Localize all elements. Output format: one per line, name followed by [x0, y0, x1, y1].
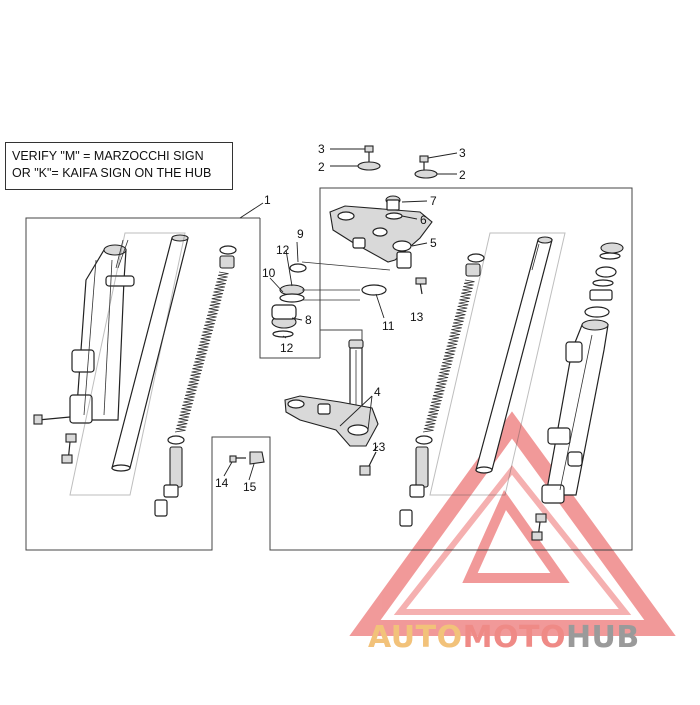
logo-part-auto: AUTO — [368, 620, 463, 655]
left-damper-rod — [154, 446, 183, 517]
left-fork-spring — [167, 245, 237, 445]
callout-3-right: 3 — [459, 146, 466, 160]
top-nut — [385, 195, 401, 211]
lower-thin-lines — [301, 261, 391, 301]
callout-9: 9 — [297, 227, 304, 241]
lower-triple-clamp — [284, 395, 379, 447]
callout-15: 15 — [243, 480, 257, 494]
callout-3-left: 3 — [318, 142, 325, 156]
callout-10: 10 — [262, 266, 276, 280]
small-part-15 — [249, 451, 265, 465]
callout-4: 4 — [374, 385, 381, 399]
callout-14: 14 — [215, 476, 229, 490]
callout-13-bottom: 13 — [372, 440, 386, 454]
callout-8: 8 — [305, 313, 312, 327]
left-fork-frame — [25, 217, 271, 551]
bearing-stack — [271, 263, 387, 338]
right-fork-frame — [269, 187, 633, 551]
right-fork-spring — [415, 253, 485, 445]
callout-5: 5 — [430, 236, 437, 250]
automotohub-watermark-logo: AUTOMOTOHUB — [368, 620, 698, 655]
left-clamp-bolt — [61, 433, 77, 464]
right-fork-seals — [584, 242, 624, 318]
right-fork-slider — [541, 319, 609, 504]
callout-13-top: 13 — [410, 310, 424, 324]
right-stanchion-tube — [475, 236, 553, 474]
callout-11: 11 — [382, 319, 395, 333]
stem-bolt-13b — [359, 451, 377, 476]
left-axle-bolt — [33, 414, 71, 425]
clamp-bolt-13a — [415, 277, 427, 295]
callout-labels: 1 3 2 3 2 7 6 5 9 12 10 8 12 11 13 4 13 … — [215, 142, 466, 494]
verify-note-line-2: OR "K"= KAIFA SIGN ON THE HUB — [12, 166, 212, 180]
left-fork-slider — [69, 244, 135, 424]
steering-stem — [348, 339, 364, 411]
right-damper-rod — [399, 446, 429, 527]
callout-1: 1 — [264, 193, 271, 207]
callout-2-right: 2 — [459, 168, 466, 182]
leader-lines — [223, 148, 458, 481]
logo-part-hub: HUB — [565, 620, 640, 655]
callout-12-top: 12 — [276, 243, 290, 257]
small-screw-14 — [229, 455, 246, 463]
verify-note-line-1: VERIFY "M" = MARZOCCHI SIGN — [12, 149, 204, 163]
verify-note-box: VERIFY "M" = MARZOCCHI SIGN OR "K"= KAIF… — [5, 142, 233, 190]
washer-6 — [385, 212, 403, 220]
right-top-bolt — [414, 155, 438, 179]
logo-part-moto: MOTO — [462, 620, 566, 655]
left-fork-frame-top — [259, 218, 320, 359]
callout-6: 6 — [420, 213, 427, 227]
upper-triple-clamp — [329, 205, 433, 269]
callout-7: 7 — [430, 194, 437, 208]
callout-2-left: 2 — [318, 160, 325, 174]
left-top-bolt — [357, 145, 381, 171]
right-clamp-bolt — [531, 513, 547, 541]
left-stanchion-tube — [111, 234, 189, 472]
callout-12-bottom: 12 — [280, 341, 294, 355]
